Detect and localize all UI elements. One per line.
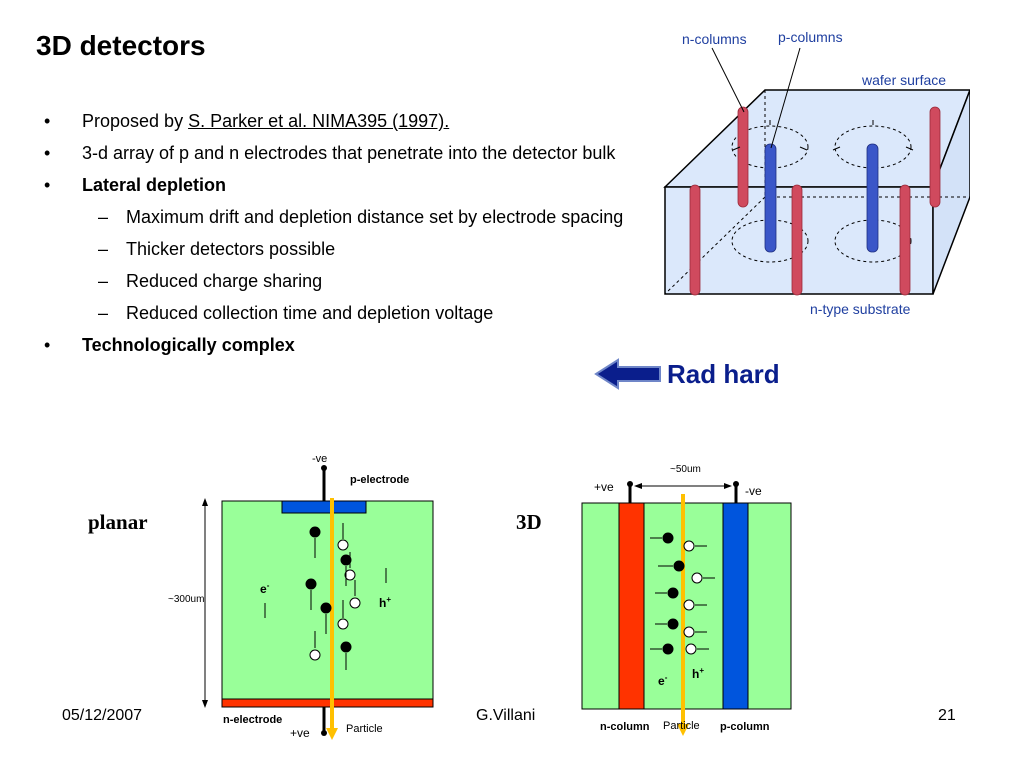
- n-columns-label: n-columns: [682, 31, 747, 47]
- footer-author: G.Villani: [476, 707, 536, 724]
- bullet-complex-text: Technologically complex: [82, 335, 295, 355]
- bullet-lateral-depletion: • Lateral depletion –Maximum drift and d…: [44, 174, 644, 324]
- sub-bullet-text: Reduced charge sharing: [126, 271, 323, 291]
- footer-page-number: 21: [938, 707, 956, 724]
- bullet-lateral-text: Lateral depletion: [82, 175, 227, 195]
- wafer-surface-label: wafer surface: [861, 72, 946, 88]
- substrate-label: n-type substrate: [810, 301, 911, 317]
- slide-title: 3D detectors: [36, 30, 206, 61]
- three-d-particle-label: Particle: [663, 720, 700, 732]
- bullet-proposed-prefix: Proposed by: [82, 111, 189, 131]
- bullet-array: • 3-d array of p and n electrodes that p…: [44, 143, 616, 163]
- planar-top-voltage: -ve: [312, 453, 327, 465]
- footer-date: 05/12/2007: [62, 707, 143, 724]
- three-d-title: 3D: [516, 510, 542, 534]
- planar-electron-label: e-: [260, 581, 270, 596]
- rad-hard-callout: Rad hard: [667, 359, 780, 389]
- bullet-complex: • Technologically complex: [44, 335, 295, 355]
- n-column-label: n-column: [600, 721, 650, 733]
- three-d-diagram: ~50um +ve -ve e- h+ n-column Particle p-…: [581, 464, 792, 736]
- planar-particle-label: Particle: [346, 723, 383, 735]
- n-columns-group: [689, 106, 941, 296]
- p-electrode-bar: [281, 500, 367, 514]
- n-electrode-label: n-electrode: [223, 714, 282, 726]
- n-column-bar: [618, 502, 645, 710]
- sub-bullet-list: –Maximum drift and depletion distance se…: [82, 206, 644, 324]
- p-column-label: p-column: [720, 721, 770, 733]
- planar-bottom-voltage: +ve: [290, 726, 310, 740]
- p-column-bar: [722, 502, 749, 710]
- sub-bullet-text: Reduced collection time and depletion vo…: [126, 303, 494, 323]
- sub-bullet-thicker: –Thicker detectors possible: [98, 239, 336, 259]
- p-electrode-label: p-electrode: [350, 474, 409, 486]
- sub-bullet-text: Thicker detectors possible: [126, 239, 336, 259]
- sub-bullet-sharing: –Reduced charge sharing: [98, 271, 323, 291]
- bullet-array-text: 3-d array of p and n electrodes that pen…: [82, 143, 616, 163]
- thickness-label: ~300um: [168, 594, 204, 605]
- three-d-left-voltage: +ve: [594, 480, 614, 494]
- wafer-side-face: [932, 89, 970, 295]
- n-electrode-bar: [221, 698, 434, 708]
- reference-link[interactable]: S. Parker et al. NIMA395 (1997).: [188, 111, 450, 131]
- sub-bullet-drift: –Maximum drift and depletion distance se…: [98, 207, 624, 227]
- callout-arrow-icon: [594, 358, 661, 390]
- three-d-hole-label: h+: [692, 666, 704, 681]
- three-d-right-voltage: -ve: [745, 484, 762, 498]
- planar-title: planar: [88, 510, 148, 534]
- three-d-electron-label: e-: [658, 673, 668, 688]
- p-columns-label: p-columns: [778, 29, 843, 45]
- planar-diagram: -ve p-electrode ~300um e- h+ n-electrode…: [168, 453, 434, 740]
- sub-bullet-text: Maximum drift and depletion distance set…: [126, 207, 624, 227]
- spacing-label: ~50um: [670, 464, 701, 475]
- bullet-list: • Proposed by S. Parker et al. NIMA395 (…: [44, 110, 644, 366]
- wafer-3d-diagram: n-columns p-columns wafer surface n-type…: [663, 29, 970, 317]
- planar-hole-label: h+: [379, 595, 391, 610]
- wafer-top-face: [663, 89, 970, 188]
- bullet-proposed: • Proposed by S. Parker et al. NIMA395 (…: [44, 111, 450, 131]
- p-columns-group: [764, 143, 879, 253]
- sub-bullet-collection: –Reduced collection time and depletion v…: [98, 303, 494, 323]
